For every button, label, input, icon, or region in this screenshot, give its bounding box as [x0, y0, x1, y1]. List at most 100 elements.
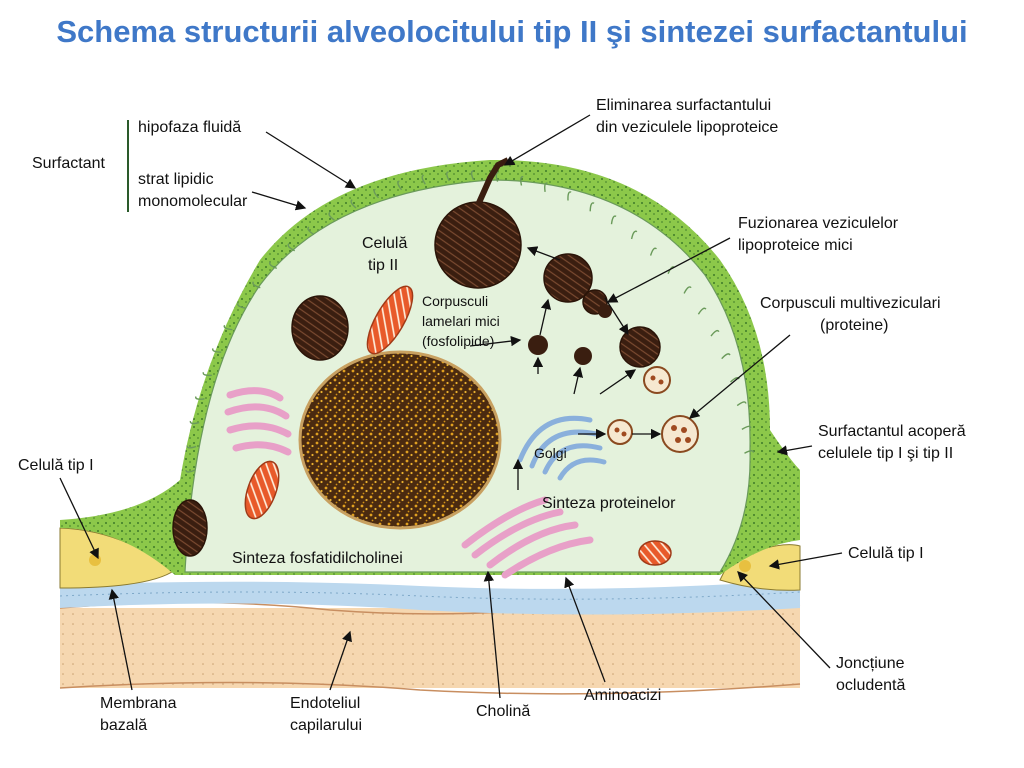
- leader-celula-tip-i-left: [59, 477, 99, 560]
- fusion-pore: [475, 157, 510, 207]
- leader-celula-tip-i-right: [768, 552, 843, 570]
- microvillus: [287, 243, 296, 252]
- label-fuzionarea: Fuzionarea veziculelor: [738, 215, 899, 232]
- leader-jonctiune: [737, 571, 831, 669]
- mitochondrion: [244, 460, 280, 520]
- microvillus: [350, 199, 357, 209]
- microvillus: [610, 215, 617, 225]
- leader-membrana: [108, 588, 133, 691]
- label-membrana-bazala-2: bazală: [100, 717, 147, 734]
- microvillus: [721, 353, 731, 360]
- label-endoteliul: Endoteliul: [290, 695, 360, 712]
- microvillus: [683, 286, 692, 294]
- label-surfactant: Surfactant: [32, 155, 105, 172]
- leader-corpusculi-lamelari: [469, 335, 522, 347]
- microvillus: [741, 425, 752, 430]
- label-eliminarea-2: din veziculele lipoproteice: [596, 119, 778, 136]
- leader-surfactantul-acopera: [776, 445, 813, 456]
- label-corpusculi-multiveziculari: Corpusculi multiveziculari: [760, 295, 941, 312]
- rough-er: [224, 387, 594, 579]
- lamellar-bodies: [172, 201, 661, 557]
- label-endoteliul-2: capilarului: [290, 717, 362, 734]
- label-celula-tip-i-left: Celulă tip I: [18, 457, 94, 474]
- microvillus: [252, 281, 261, 289]
- label-group-surfactant: Surfactant hipofaza fluidă strat lipidic…: [32, 119, 248, 212]
- microvillus: [195, 396, 205, 400]
- label-celula-tip-i-right: Celulă tip I: [848, 545, 924, 562]
- microvillus: [520, 175, 524, 186]
- label-surfactantul-acopera-2: celulele tip I şi tip II: [818, 445, 953, 462]
- label-corpusculi-lamelari-3: (fosfolipide): [422, 333, 494, 349]
- microvillus: [630, 230, 638, 240]
- microvillus: [446, 171, 450, 182]
- leader-cholina: [483, 570, 501, 699]
- leader-corpusculi-multi: [688, 334, 791, 419]
- leader-strat-lipidic: [251, 191, 307, 211]
- leader-hipofaza: [265, 131, 357, 189]
- microvillus: [202, 371, 212, 377]
- microvillus: [567, 191, 572, 201]
- small-lamellar-body: [528, 335, 548, 355]
- microvillus: [710, 329, 720, 337]
- label-strat-lipidic: strat lipidic: [138, 171, 214, 188]
- endothelium-layer: [59, 598, 801, 695]
- label-membrana-bazala: Membrana: [100, 695, 177, 712]
- multivesicular-bodies: [607, 366, 699, 453]
- microvillus: [697, 307, 707, 315]
- leader-lines: [59, 114, 843, 699]
- label-sinteza-fosfatidilcholinei: Sinteza fosfatidilcholinei: [232, 550, 403, 567]
- microvillus: [470, 170, 475, 181]
- diagram-title: Schema structurii alveolocitului tip II …: [56, 14, 968, 49]
- label-celula-tip-ii: Celulă: [362, 235, 407, 252]
- microvillus: [373, 188, 380, 199]
- label-celula-tip-ii-2: tip II: [368, 257, 398, 274]
- leader-aminoacizi: [564, 576, 606, 683]
- microvillus: [307, 226, 315, 236]
- microvillus: [544, 182, 548, 192]
- basal-membrane: [59, 580, 801, 615]
- label-golgi: Golgi: [534, 445, 567, 461]
- label-sinteza-proteinelor: Sinteza proteinelor: [542, 495, 676, 512]
- mitochondrion: [638, 540, 672, 566]
- microvillus: [186, 445, 197, 449]
- label-jonctiune-2: ocludentă: [836, 677, 905, 694]
- microvillus: [212, 348, 222, 353]
- mitochondria: [244, 285, 672, 566]
- microvillus: [237, 302, 246, 309]
- microvillus: [730, 377, 740, 383]
- microvillus: [736, 401, 747, 407]
- label-cholina: Cholină: [476, 703, 530, 720]
- label-strat-lipidic-2: monomolecular: [138, 193, 248, 210]
- mitochondrion: [366, 285, 414, 355]
- microvillus: [421, 174, 426, 185]
- label-aminoacizi: Aminoacizi: [584, 687, 661, 704]
- microvillus: [589, 202, 595, 212]
- nucleus: [298, 350, 502, 530]
- microvillus: [397, 180, 403, 191]
- microvillus: [185, 469, 196, 473]
- lamellar-body: [291, 295, 349, 361]
- label-eliminarea: Eliminarea surfactantului: [596, 97, 771, 114]
- lamellar-body: [172, 499, 208, 557]
- golgi-apparatus: [517, 415, 607, 481]
- microvillus: [649, 247, 657, 256]
- label-corpusculi-lamelari-2: lamelari mici: [422, 313, 500, 329]
- leader-fuzionarea: [606, 237, 731, 303]
- label-surfactantul-acopera: Surfactantul acoperă: [818, 423, 966, 440]
- label-corpusculi-multiveziculari-2: (proteine): [820, 317, 888, 334]
- lamellar-body-fusing: [543, 253, 593, 303]
- microvillus: [223, 324, 233, 331]
- leader-eliminarea: [503, 114, 591, 166]
- microvillus: [269, 261, 278, 270]
- lamellar-body-large: [434, 201, 522, 289]
- label-hipofaza-fluida: hipofaza fluidă: [138, 119, 241, 136]
- microvillus: [328, 211, 335, 221]
- pathway-arrows: [512, 246, 662, 490]
- microvillus: [744, 450, 755, 454]
- label-jonctiune: Joncțiune: [836, 655, 905, 672]
- label-fuzionarea-2: lipoproteice mici: [738, 237, 853, 254]
- label-corpusculi-lamelari: Corpusculi: [422, 293, 488, 309]
- microvillus: [189, 420, 200, 425]
- microvillus: [495, 171, 499, 182]
